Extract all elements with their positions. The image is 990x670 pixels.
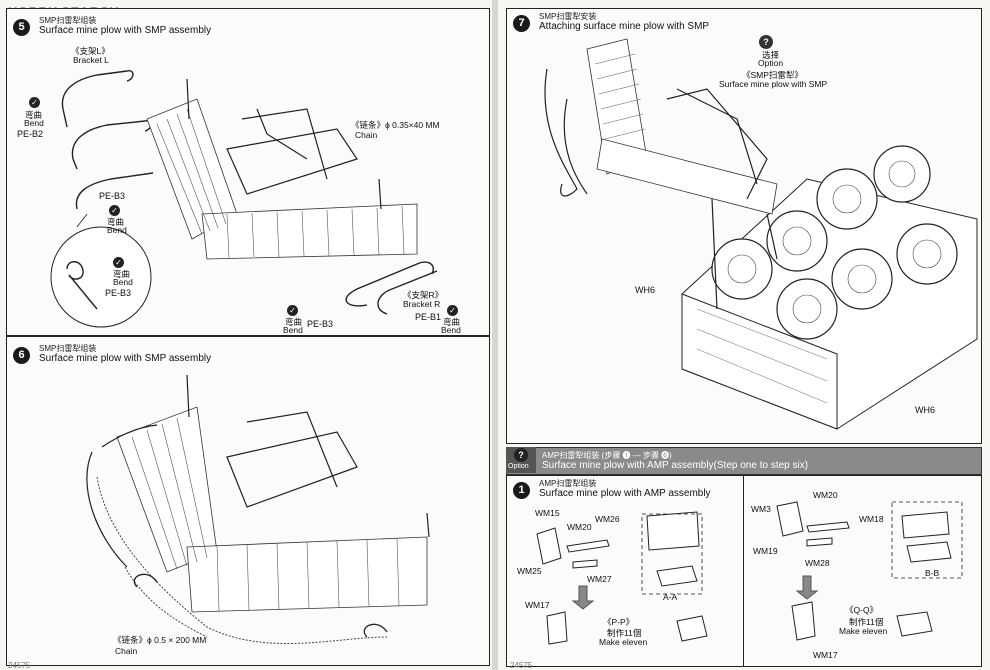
bend-label-cn-1: 弯曲 bbox=[25, 110, 43, 120]
part-wm18: WM18 bbox=[859, 514, 884, 524]
step6-chain-spec-cn: 《链条》ϕ 0.5 × 200 MM bbox=[113, 635, 207, 645]
bend-label-cn-4: 弯曲 bbox=[443, 317, 461, 327]
step6-title-cn: SMP扫雷犁组装 bbox=[39, 344, 97, 353]
step6-title-en: Surface mine plow with SMP assembly bbox=[39, 353, 212, 364]
part-wm26: WM26 bbox=[595, 514, 620, 524]
pp-make-en: Make eleven bbox=[599, 637, 648, 647]
pe-b1-label: PE-B1 bbox=[415, 312, 442, 322]
bracket-r-en: Bracket R bbox=[403, 299, 441, 309]
part-wm19: WM19 bbox=[753, 546, 778, 556]
pe-b3-detail-label: PE-B3 bbox=[105, 288, 132, 298]
amp-step1-title-cn: AMP扫雷犁组装 bbox=[539, 479, 597, 488]
bend-label-cn-5: 弯曲 bbox=[285, 317, 303, 327]
option-header-badge-en: Option bbox=[508, 463, 529, 470]
bend-icon: ✓ bbox=[113, 257, 124, 268]
step7-option-en: Option bbox=[758, 58, 784, 68]
bracket-l-cn: 《支架L》 bbox=[71, 46, 110, 56]
bend-icon: ✓ bbox=[29, 97, 40, 108]
amp-step1-title-en: Surface mine plow with AMP assembly bbox=[539, 488, 711, 499]
pp-label-cn: 《P-P》 bbox=[603, 617, 635, 627]
wh6-label-a: WH6 bbox=[635, 285, 655, 295]
chain-spec-cn: 《链条》ϕ 0.35×40 MM bbox=[351, 120, 440, 130]
step7-panel: 7 SMP扫雷犁安装 Attaching surface mine plow w… bbox=[506, 8, 982, 444]
bracket-l-en: Bracket L bbox=[73, 55, 109, 65]
step6-panel: 6 SMP扫雷犁组装 Surface mine plow with SMP as… bbox=[6, 336, 490, 666]
step7-vehicle-drawing bbox=[544, 38, 978, 430]
step7-smp-en: Surface mine plow with SMP bbox=[719, 79, 828, 89]
step7-title-en: Attaching surface mine plow with SMP bbox=[539, 21, 710, 32]
step6-plow-drawing bbox=[86, 374, 430, 645]
qq-make-en: Make eleven bbox=[839, 626, 888, 636]
bracket-r-cn: 《支架R》 bbox=[403, 290, 444, 300]
bend-icon: ✓ bbox=[447, 305, 458, 316]
option-header-title-en: Surface mine plow with AMP assembly(Step… bbox=[542, 460, 809, 471]
bend-icon: ✓ bbox=[109, 205, 120, 216]
amp-divider bbox=[743, 476, 744, 666]
page-gutter bbox=[492, 0, 498, 670]
part-wm20: WM20 bbox=[567, 522, 592, 532]
bend-label-cn-2: 弯曲 bbox=[107, 217, 125, 227]
pe-b2-label: PE-B2 bbox=[17, 129, 44, 139]
step5-plow-drawing bbox=[50, 70, 438, 328]
qq-make-cn: 制作11個 bbox=[849, 617, 884, 627]
step5-title-en: Surface mine plow with SMP assembly bbox=[39, 25, 212, 36]
part-wm25: WM25 bbox=[517, 566, 542, 576]
part-wm17-right: WM17 bbox=[813, 650, 838, 660]
step6-number: 6 bbox=[13, 347, 30, 364]
step7-number: 7 bbox=[513, 15, 530, 32]
bend-label-en-4: Bend bbox=[441, 325, 461, 335]
option-badge-icon: ? bbox=[759, 35, 773, 49]
section-aa: A-A bbox=[663, 592, 678, 602]
step5-number: 5 bbox=[13, 19, 30, 36]
bend-label-en-2: Bend bbox=[107, 225, 127, 235]
pe-b3-label: PE-B3 bbox=[99, 191, 126, 201]
option-header-bar bbox=[506, 447, 982, 475]
bend-label-en-3: Bend bbox=[113, 277, 133, 287]
step5-panel: 5 SMP扫雷犁组装 Surface mine plow with SMP as… bbox=[6, 8, 490, 336]
section-bb: B-B bbox=[925, 568, 940, 578]
qq-label-cn: 《Q-Q》 bbox=[845, 605, 879, 615]
step7-title-cn: SMP扫雷犁安装 bbox=[539, 12, 597, 21]
bend-label-en-1: Bend bbox=[24, 118, 44, 128]
left-page: HOBBY SEARCH 5 SMP扫雷犁组装 Surface mine plo… bbox=[0, 0, 492, 670]
part-wm28: WM28 bbox=[805, 558, 830, 568]
step7-option-cn: 选择 bbox=[762, 50, 780, 60]
option-header-title-cn: AMP扫雷犁组装 (步骤 ❶ — 步骤 ❻) bbox=[542, 451, 672, 460]
bend-label-cn-3: 弯曲 bbox=[113, 269, 131, 279]
amp-step1-panel: 1 AMP扫雷犁组装 Surface mine plow with AMP as… bbox=[506, 475, 982, 667]
step5-title-cn: SMP扫雷犁组装 bbox=[39, 16, 97, 25]
step6-chain-label-en: Chain bbox=[115, 646, 138, 656]
pp-make-cn: 制作11個 bbox=[607, 628, 642, 638]
part-wm15: WM15 bbox=[535, 508, 560, 518]
bend-icon: ✓ bbox=[287, 305, 298, 316]
bend-label-en-5: Bend bbox=[283, 325, 303, 335]
amp-left-parts-drawing bbox=[536, 501, 963, 645]
right-page-number: 24575 bbox=[510, 661, 533, 670]
wh6-label-b: WH6 bbox=[915, 405, 935, 415]
amp-step1-number: 1 bbox=[513, 482, 530, 499]
right-page: 7 SMP扫雷犁安装 Attaching surface mine plow w… bbox=[498, 0, 990, 670]
step7-smp-cn: 《SMP扫雷犁》 bbox=[742, 70, 803, 80]
part-wm17: WM17 bbox=[525, 600, 550, 610]
part-wm3: WM3 bbox=[751, 504, 771, 514]
left-page-number: 24575 bbox=[8, 661, 31, 670]
chain-label-en: Chain bbox=[355, 130, 378, 140]
part-wm27: WM27 bbox=[587, 574, 612, 584]
pe-b3-label-2: PE-B3 bbox=[307, 319, 334, 329]
part-wm20-right: WM20 bbox=[813, 490, 838, 500]
option-header-icon: ? bbox=[514, 448, 528, 462]
